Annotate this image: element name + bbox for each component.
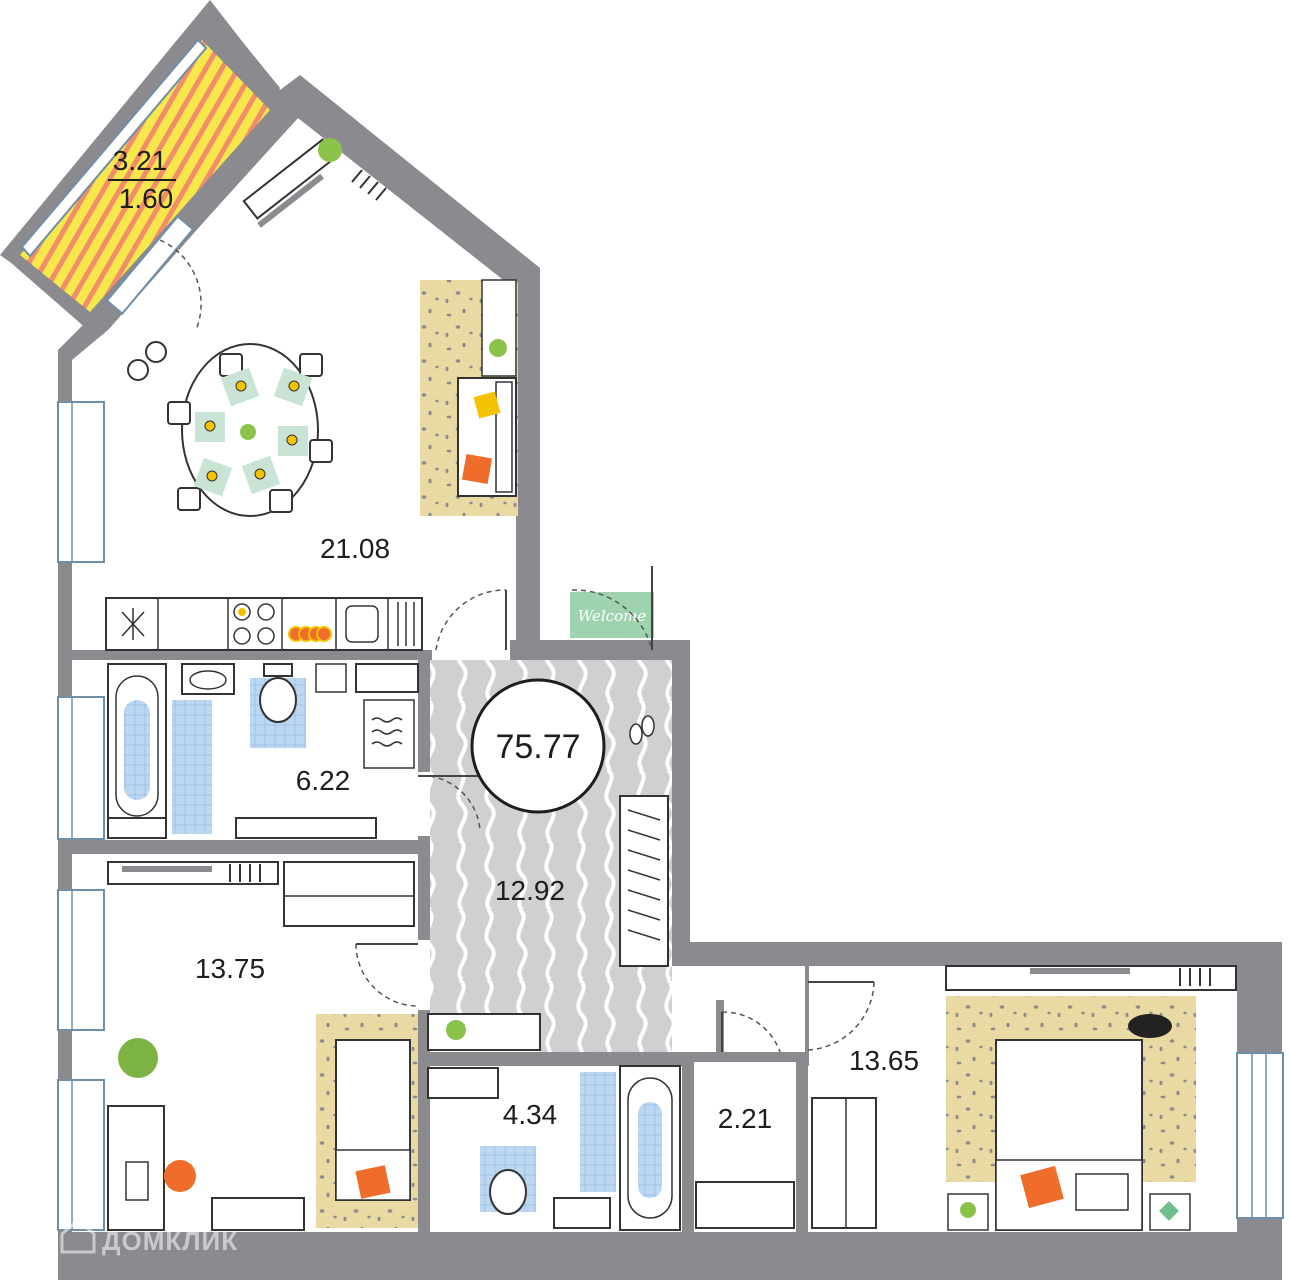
wall-bath-bedroom xyxy=(72,840,432,854)
robot-vacuum xyxy=(127,341,167,381)
slippers-icon xyxy=(629,715,655,745)
toilet-small xyxy=(489,1169,527,1215)
watermark-house-icon xyxy=(60,1218,96,1254)
door-leaves xyxy=(356,566,874,1052)
balcony-reduced-label: 1.60 xyxy=(119,183,174,214)
centerpiece-plant-icon xyxy=(240,424,256,440)
washer-small xyxy=(427,1067,499,1099)
bathroom-main xyxy=(107,663,419,839)
palm-plant-icon xyxy=(118,1038,158,1078)
plant-icon xyxy=(489,339,507,357)
shower-mat xyxy=(580,1072,616,1192)
toilet xyxy=(259,677,297,723)
dining-set xyxy=(167,343,333,517)
wall-small-bath-top xyxy=(418,1052,688,1066)
keyboard-icon xyxy=(125,1161,149,1201)
fan-icon xyxy=(121,608,145,640)
bathroom-main-area-label: 6.22 xyxy=(296,765,351,796)
wall-kitchen-bath xyxy=(72,650,432,660)
cushion-yellow xyxy=(473,391,501,419)
window-bedroom-left-1 xyxy=(57,889,105,1031)
door-swings xyxy=(159,239,875,1053)
wall-closet-left xyxy=(682,1052,694,1232)
plant-icon-bath xyxy=(446,1020,466,1040)
bath-shelf xyxy=(235,817,377,839)
bathroom-small-area-label: 4.34 xyxy=(503,1099,558,1130)
bedroom-right xyxy=(811,965,1237,1231)
cushion-orange xyxy=(461,453,493,485)
washing-machine xyxy=(355,663,419,693)
bathroom-small xyxy=(427,1013,681,1231)
door-mat xyxy=(570,592,654,638)
pillow-orange xyxy=(355,1165,391,1199)
plates-icon xyxy=(288,626,332,642)
window-bathroom xyxy=(57,696,105,840)
window-bedroom-right xyxy=(1236,1052,1284,1219)
balcony-parapet xyxy=(20,38,208,258)
office-chair xyxy=(164,1160,196,1192)
washbasin-small xyxy=(553,1197,611,1229)
pillow-orange-right xyxy=(1020,1165,1064,1209)
windows xyxy=(57,215,1284,1231)
wall-stub xyxy=(716,1000,724,1052)
control-panel xyxy=(315,663,347,693)
sink-icon xyxy=(345,605,379,643)
sofa xyxy=(457,279,517,497)
stove-icon xyxy=(233,603,275,645)
cat-icon xyxy=(1128,1014,1172,1038)
wall-bedroom-smallbath xyxy=(418,1010,430,1232)
wall-bath-hall xyxy=(418,660,430,772)
wall-bedroom-right-top xyxy=(805,966,809,1066)
plant-icon-corner xyxy=(318,138,342,162)
radiator xyxy=(211,1197,305,1231)
wardrobe xyxy=(283,861,415,927)
closet-area-label: 2.21 xyxy=(718,1103,773,1134)
watermark-text: ДОМКЛИК xyxy=(102,1226,238,1256)
bedroom-right-area-label: 13.65 xyxy=(849,1045,919,1076)
total-area-text: 75.77 xyxy=(495,728,580,766)
closet-rack xyxy=(695,1181,795,1229)
total-area-badge xyxy=(470,678,606,814)
hallway-area-label: 12.92 xyxy=(495,875,565,906)
balcony-area-label: 3.21 xyxy=(113,145,168,176)
wall-closet-right xyxy=(796,1052,808,1232)
plant-shelf xyxy=(427,1013,541,1051)
tv-stand xyxy=(242,138,387,228)
door-mat-text: Welcome xyxy=(578,607,647,625)
hallway-floor-lower xyxy=(540,1010,672,1052)
bedroom-left xyxy=(107,861,415,1231)
wall-bedroom-hall xyxy=(418,836,430,940)
balcony-floor xyxy=(20,40,270,312)
living-kitchen-area-label: 21.08 xyxy=(320,533,390,564)
hall-wardrobe xyxy=(619,795,669,967)
window-living xyxy=(57,401,105,563)
closet xyxy=(619,715,795,1229)
watermark: ДОМКЛИК xyxy=(60,1218,238,1256)
window-balcony-door xyxy=(105,215,195,315)
wardrobe-right xyxy=(811,1097,877,1229)
wall-entry-stub xyxy=(510,640,570,660)
tv-unit xyxy=(107,861,279,885)
side-shelf xyxy=(481,279,517,377)
bedroom-left-area-label: 13.75 xyxy=(195,953,265,984)
bath-mat xyxy=(172,700,212,834)
window-bedroom-left-2 xyxy=(57,1079,105,1231)
wall-closet-top xyxy=(694,1052,796,1062)
kitchen-counter xyxy=(105,597,423,651)
